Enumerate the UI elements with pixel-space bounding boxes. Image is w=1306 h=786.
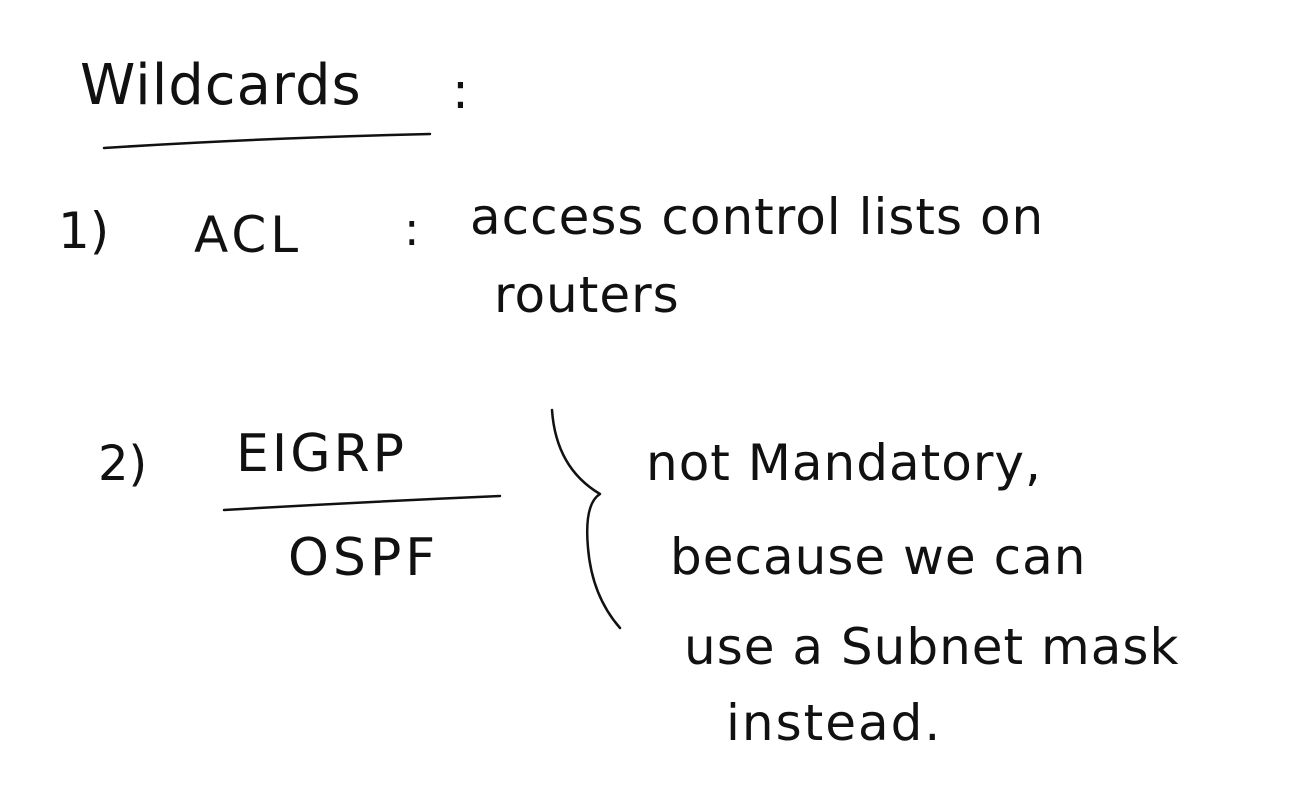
heading-wildcards: Wildcards: [80, 53, 362, 118]
item-2-number: 2): [98, 436, 148, 492]
item-1-description-line-1: access control lists on: [470, 188, 1045, 246]
item-1-description-line-2: routers: [494, 266, 680, 324]
heading-colon: :: [452, 62, 469, 120]
eigrp-ospf-divider: [222, 494, 502, 512]
item-1-separator: :: [404, 202, 420, 256]
item-2-note-line-4: instead.: [726, 694, 943, 752]
item-1-term: ACL: [194, 206, 303, 264]
item-2-term-bottom: OSPF: [288, 528, 440, 588]
item-1-number: 1): [58, 202, 110, 260]
item-2-note-line-2: because we can: [670, 528, 1087, 586]
item-2-note-line-1: not Mandatory,: [646, 434, 1042, 492]
item-2-note-line-3: use a Subnet mask: [684, 618, 1180, 676]
item-2-term-top: EIGRP: [236, 424, 407, 484]
title-underline: [102, 132, 432, 150]
curly-brace: [550, 408, 622, 630]
